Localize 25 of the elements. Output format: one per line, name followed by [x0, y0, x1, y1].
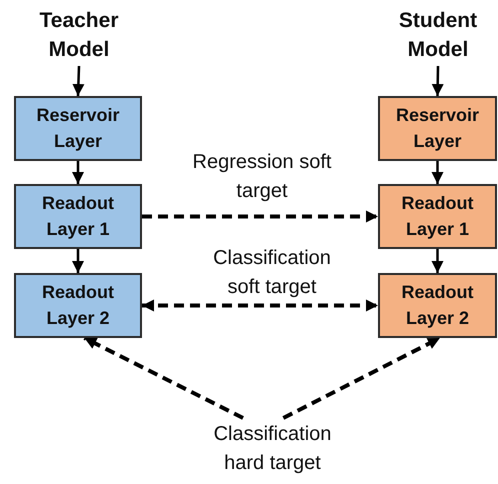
layer-name: Teacher Model [38, 8, 120, 63]
layer-name: Readout Layer 2 [41, 281, 115, 330]
layer-box [378, 273, 497, 338]
layer-name: Readout Layer 1 [400, 192, 474, 241]
dashed-arrow [142, 210, 378, 222]
arrow [432, 161, 444, 184]
layer-name: Reservoir Layer [35, 104, 121, 153]
layer-box [14, 273, 142, 338]
arrow [432, 249, 444, 273]
dashed-arrow [282, 336, 441, 420]
arrow [72, 66, 84, 96]
layer-box [14, 184, 142, 249]
dashed-arrow [142, 300, 378, 312]
layer-name: Readout Layer 2 [400, 281, 474, 330]
arrow [432, 66, 444, 96]
layer-name: Student Model [398, 8, 478, 63]
dashed-arrow [84, 336, 244, 420]
layer-box [378, 184, 497, 249]
layer-name: Reservoir Layer [394, 104, 480, 153]
layer-box [14, 96, 142, 161]
layer-name: Readout Layer 1 [41, 192, 115, 241]
layer-name: Classification hard target [212, 422, 332, 476]
arrow [72, 249, 84, 273]
arrow [72, 161, 84, 184]
layer-box [378, 96, 497, 161]
